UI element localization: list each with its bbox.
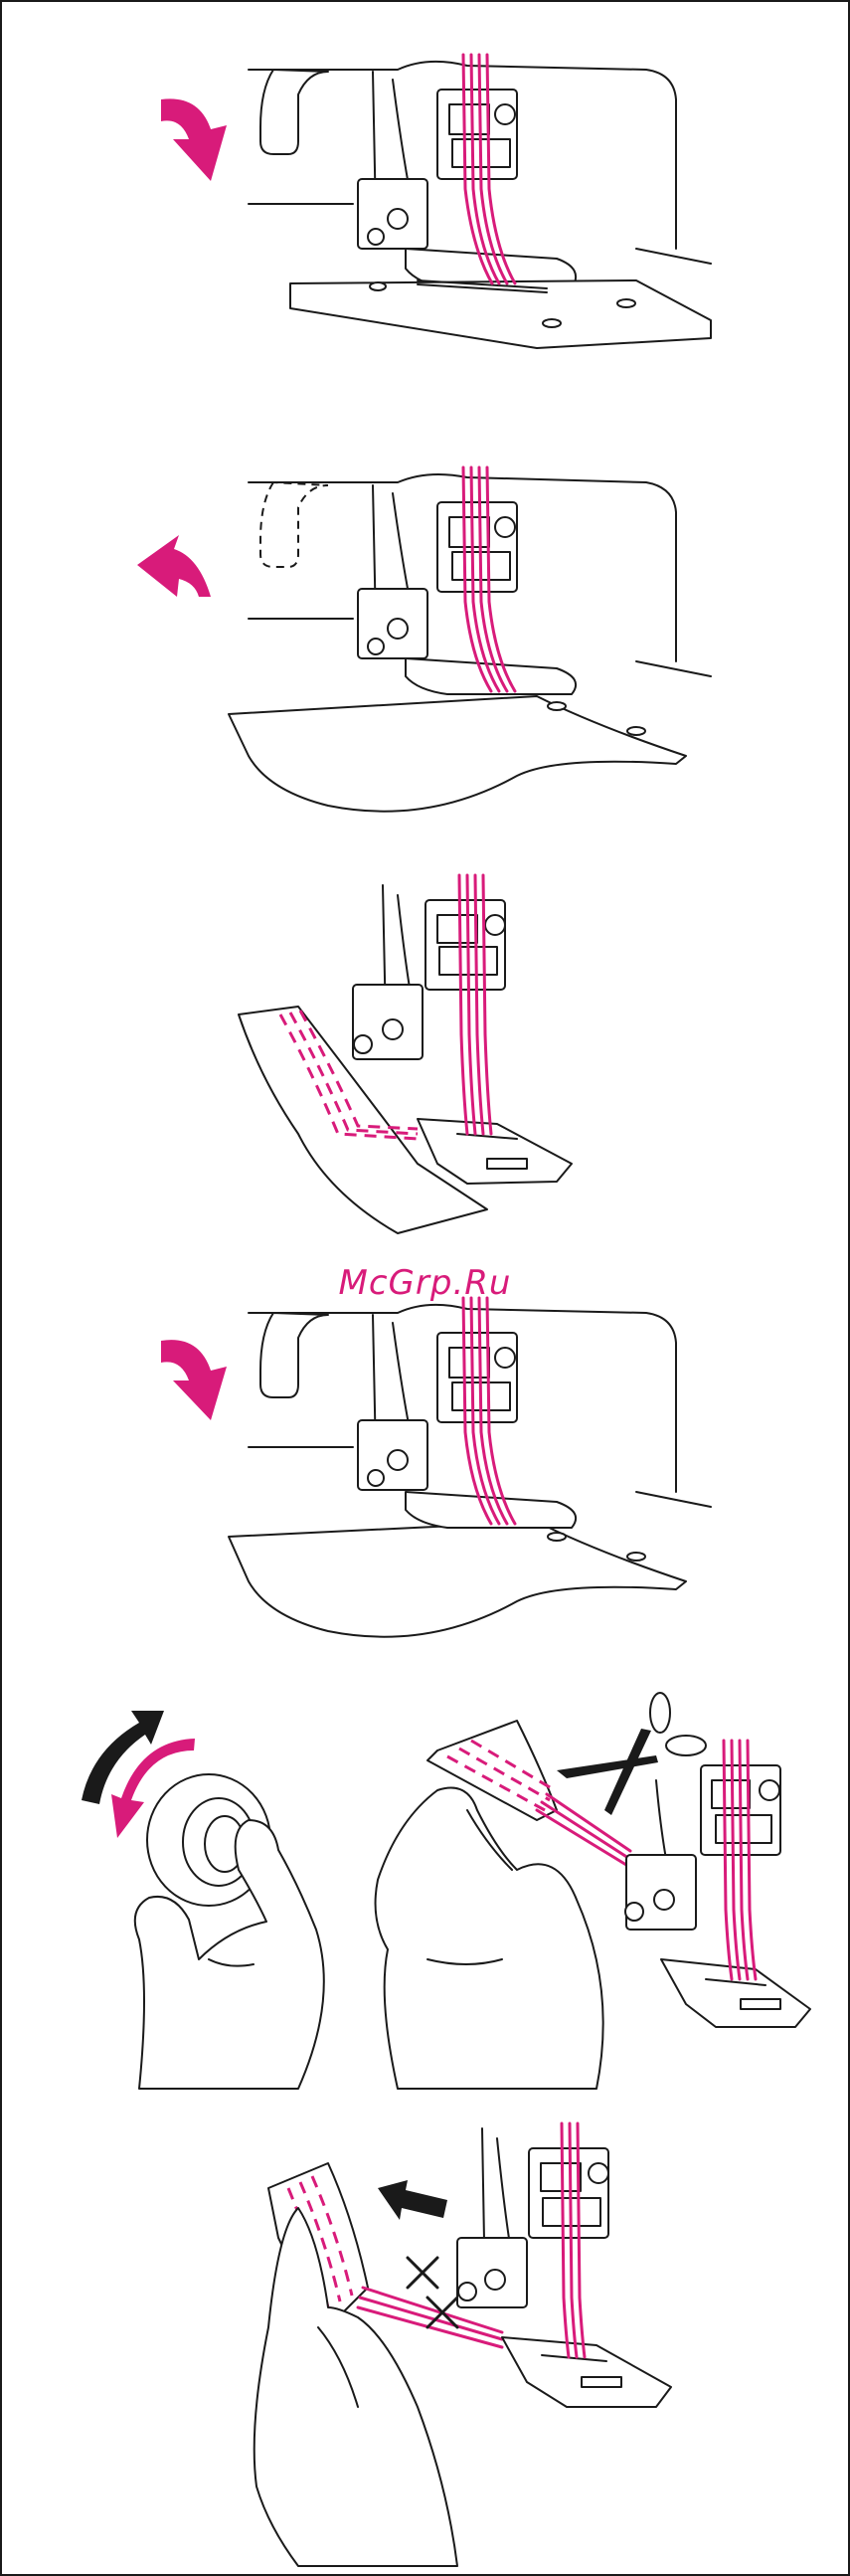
step-5-panel [0,1671,850,2109]
step-2-panel [0,398,850,835]
step-4-overlocker-illustration [229,1305,711,1637]
step-1-arrow-down-icon [161,98,227,181]
step-2-arrow-up-icon [137,535,211,597]
step-6-panel [0,2109,850,2576]
step-1-panel [0,0,850,398]
scissors-icon [557,1693,706,1815]
step-4-panel [0,1253,850,1671]
step-4-arrow-down-icon [161,1340,227,1420]
step-5-right-hand-icon [376,1788,603,2090]
step-5-overlocker-illustration [625,1765,810,2027]
step-2-overlocker-illustration [229,474,711,812]
arrow-icon [378,2180,447,2220]
step-3-panel [0,835,850,1253]
